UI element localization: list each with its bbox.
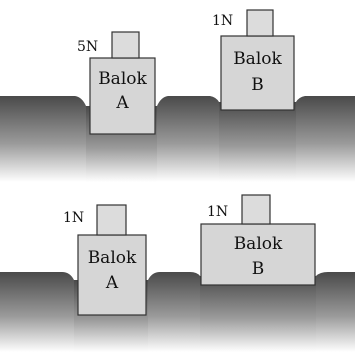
block-a-label-2: Balok <box>88 248 137 268</box>
ground-fill-under-b-1 <box>219 102 296 182</box>
block-b-letter-2: B <box>252 259 265 279</box>
weight-a-1 <box>111 31 140 59</box>
block-b-1 <box>220 35 295 111</box>
weight-a-2 <box>96 204 127 236</box>
block-b-letter-1: B <box>251 75 264 95</box>
weight-a-label-2: 1N <box>63 210 84 226</box>
block-a-letter-1: A <box>115 93 129 113</box>
panel-2: Balok A 1N Balok B 1N <box>0 194 355 352</box>
block-a-2 <box>77 234 147 316</box>
panel-1: Balok A 5N Balok B 1N <box>0 9 355 182</box>
block-b-label-1: Balok <box>233 49 282 69</box>
weight-b-label-1: 1N <box>212 13 233 29</box>
weight-b-2 <box>241 194 271 225</box>
block-b-label-2: Balok <box>234 234 283 254</box>
ground-surface-1 <box>0 96 355 182</box>
block-b-2 <box>200 223 316 286</box>
block-a-label-1: Balok <box>98 69 147 89</box>
weight-b-1 <box>246 9 274 37</box>
block-a-letter-2: A <box>105 273 119 293</box>
block-a-1 <box>89 57 156 135</box>
ground-fill-under-b-2 <box>200 276 316 352</box>
weight-a-label-1: 5N <box>77 39 98 55</box>
ground-surface-2 <box>0 272 355 352</box>
weight-b-label-2: 1N <box>207 204 228 220</box>
